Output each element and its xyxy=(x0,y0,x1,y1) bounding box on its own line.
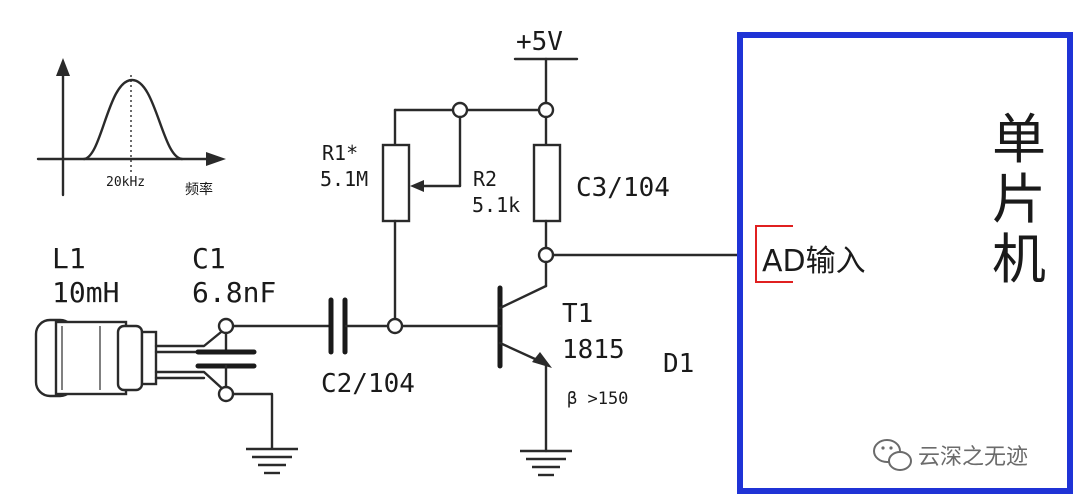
capacitor-c1: C1 6.8nF xyxy=(192,242,276,403)
mcu-label-char-1: 单 xyxy=(992,108,1046,171)
power-label: +5V xyxy=(516,27,563,57)
t1-emitter-arrow-icon xyxy=(532,352,552,368)
mcu-block: 单 片 机 AD输入 xyxy=(737,32,1073,494)
coil-back-cap xyxy=(140,330,158,386)
transistor-t1: T1 1815 β >150 xyxy=(497,260,628,453)
node-c1-top xyxy=(217,317,235,335)
wechat-icon xyxy=(873,439,912,471)
resistor-r1: R1* 5.1M xyxy=(320,108,411,320)
t1-ref: T1 xyxy=(562,299,593,329)
node-vcc xyxy=(537,101,555,119)
mcu-label-char-3: 机 xyxy=(992,228,1046,291)
r1-body xyxy=(381,143,411,223)
r2-value: 5.1k xyxy=(472,193,520,217)
coil-body xyxy=(54,320,128,396)
r1-value: 5.1M xyxy=(320,167,368,191)
t1-beta: β >150 xyxy=(567,389,628,409)
node-pot-wiper xyxy=(451,101,469,119)
inset-x-arrow-icon xyxy=(206,152,226,166)
coil-lead-bottom xyxy=(154,370,228,394)
ad-input-bracket xyxy=(755,225,793,283)
watermark: 云深之无迹 xyxy=(873,439,1028,471)
t1-collector-leg xyxy=(498,284,548,310)
wiper-arrow-icon xyxy=(410,180,424,192)
t1-model: 1815 xyxy=(562,335,625,365)
mcu-border xyxy=(737,32,1073,494)
capacitor-c2: C2/104 xyxy=(230,297,415,399)
bandpass-curve xyxy=(82,78,184,161)
c1-ground-wire xyxy=(231,392,274,450)
c2-label: C2/104 xyxy=(321,369,415,399)
collector-element-c3: C3/104 xyxy=(532,115,670,250)
center-freq-label: 20kHz xyxy=(106,175,145,190)
coil-ring xyxy=(116,324,144,392)
node-base xyxy=(386,317,404,335)
l1-ref: L1 xyxy=(52,242,86,275)
coil-lead-top xyxy=(154,326,228,348)
mcu-label-char-2: 片 xyxy=(992,168,1046,231)
l1-value: 10mH xyxy=(52,276,119,309)
c1-value: 6.8nF xyxy=(192,276,276,309)
frequency-response-inset: 20kHz 频率 xyxy=(36,58,226,198)
c3-body xyxy=(532,143,562,223)
inset-y-arrow-icon xyxy=(56,58,70,76)
r1-ref: R1* xyxy=(322,141,358,165)
r2-ref: R2 xyxy=(473,167,497,191)
d1-ref: D1 xyxy=(663,349,694,379)
c3-label: C3/104 xyxy=(576,173,670,203)
inset-axis-label: 频率 xyxy=(185,181,213,198)
node-c1-bottom xyxy=(217,385,235,403)
node-collector xyxy=(537,246,555,264)
c1-ref: C1 xyxy=(192,242,226,275)
ground-symbol-left xyxy=(246,447,298,475)
watermark-text: 云深之无迹 xyxy=(918,445,1028,470)
ad-input-label: AD输入 xyxy=(762,244,866,279)
ground-symbol-emitter xyxy=(520,449,572,477)
